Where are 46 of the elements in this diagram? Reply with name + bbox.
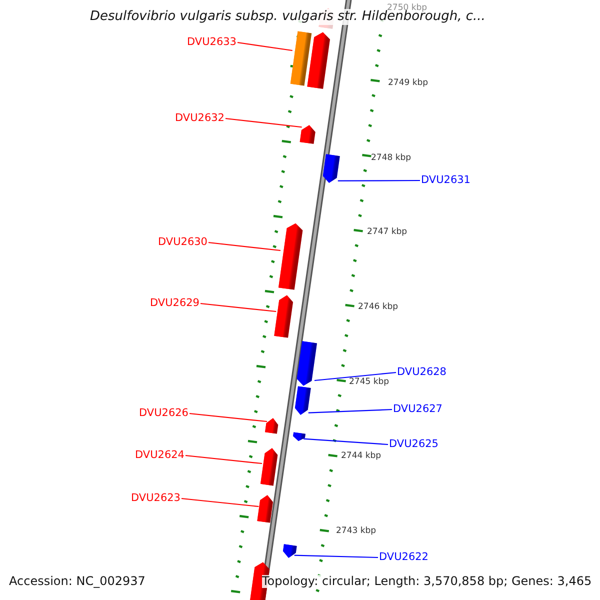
scale-label: 2749 kbp [388, 78, 428, 89]
accession-text: Accession: NC_002937 [9, 575, 146, 588]
gene-label: DVU2631 [421, 174, 470, 187]
scale-label: 2744 kbp [341, 451, 382, 462]
scale-label: 2748 kbp [371, 153, 412, 164]
gene-block [278, 222, 304, 290]
gene-label: DVU2625 [389, 438, 438, 451]
scale-label: 2743 kbp [336, 526, 376, 537]
leader-line [237, 42, 292, 52]
leader-line [225, 118, 302, 128]
gene-block [294, 386, 310, 416]
gene-label: DVU2624 [135, 449, 184, 462]
gene-block [322, 154, 340, 184]
gene-block [265, 416, 279, 434]
leader-line [181, 498, 259, 508]
scale-label: 2747 kbp [367, 227, 408, 238]
leader-line [314, 372, 396, 382]
leader-line [294, 554, 378, 558]
title: Desulfovibrio vulgaris subsp. vulgaris str. Hildenborough, c... [90, 9, 486, 25]
gene-block [307, 31, 331, 89]
gene-label: DVU2633 [187, 36, 236, 49]
scale-label: 2745 kbp [349, 377, 390, 388]
gene-label: DVU2626 [139, 407, 188, 420]
gene-label: DVU2629 [150, 297, 200, 310]
gene-block [256, 494, 274, 522]
gene-label: DVU2632 [175, 112, 224, 125]
leader-line [303, 438, 388, 446]
gene-block [292, 432, 306, 442]
gene-label: DVU2630 [158, 236, 208, 249]
gene-label: DVU2623 [131, 492, 180, 505]
gene-block [282, 544, 296, 558]
leader-line [308, 408, 392, 414]
leader-line [185, 454, 262, 464]
gene-block [260, 446, 278, 486]
gene-block [300, 124, 316, 144]
leader-line [208, 242, 281, 252]
gene-block [274, 294, 294, 338]
leader-line [338, 180, 420, 182]
gene-label: DVU2627 [393, 403, 442, 416]
gene-block [290, 30, 312, 86]
scale-label: 2746 kbp [358, 302, 398, 313]
leader-line [189, 412, 268, 422]
gene-label: DVU2628 [397, 366, 446, 379]
summary-text: Topology: circular; Length: 3,570,858 bp; Genes: 3,465 [262, 575, 592, 588]
gene-label: DVU2622 [379, 551, 428, 564]
leader-line [200, 302, 276, 312]
